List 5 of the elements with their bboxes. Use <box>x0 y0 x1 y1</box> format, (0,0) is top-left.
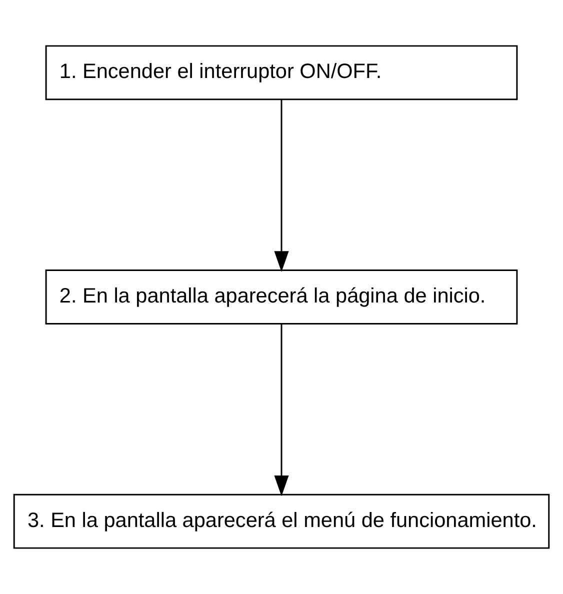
node-box: 1. Encender el interruptor ON/OFF. <box>45 45 518 100</box>
arrow <box>274 100 289 272</box>
node-box: 3. En la pantalla aparecerá el menú de funcionamiento. <box>13 494 550 549</box>
arrow <box>274 324 289 496</box>
node-box: 2. En la pantalla aparecerá la página de inicio. <box>45 270 518 324</box>
